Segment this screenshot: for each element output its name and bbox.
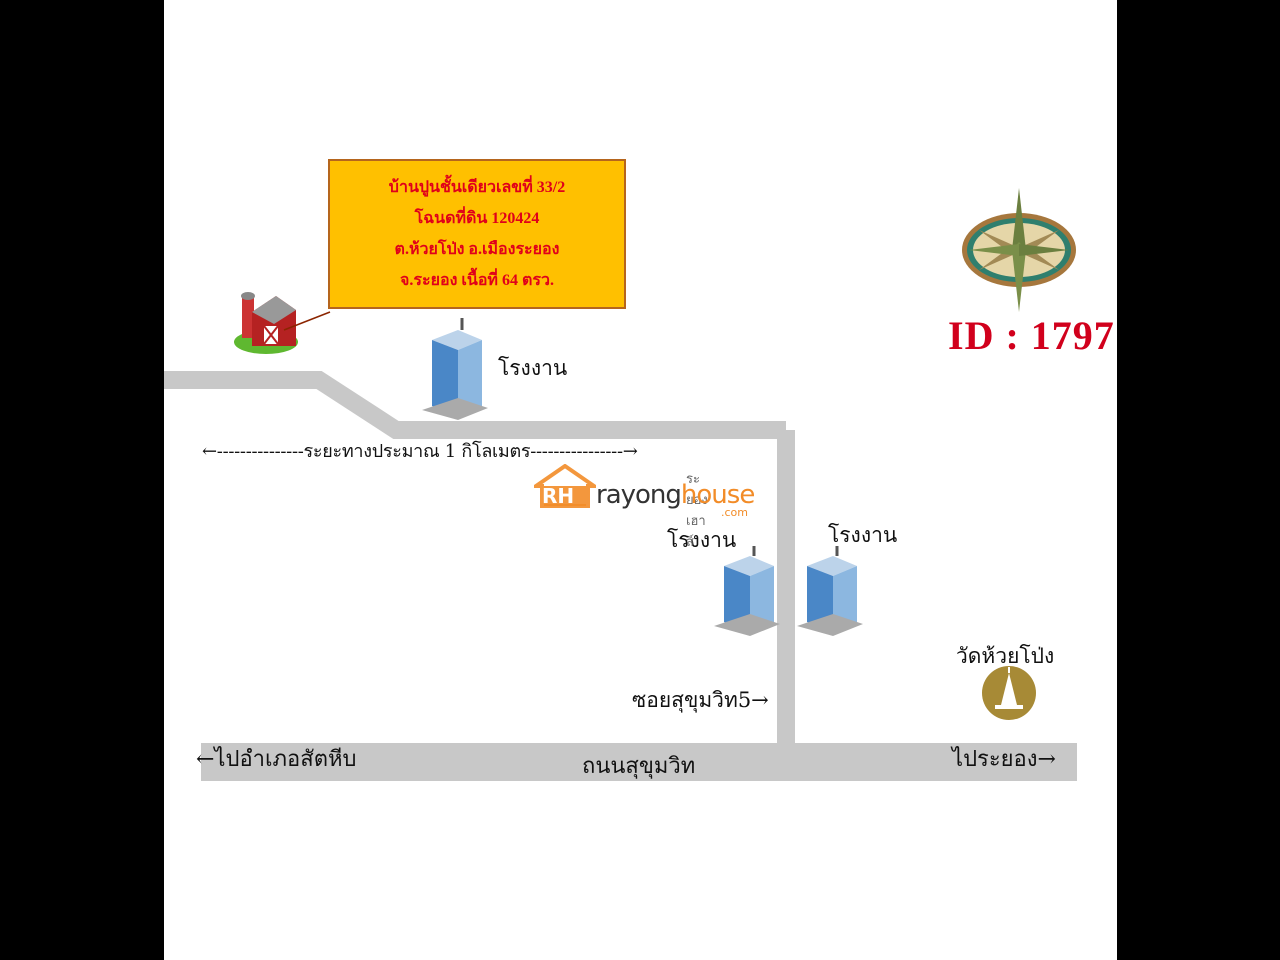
info-line: ต.ห้วยโป่ง อ.เมืองระยอง bbox=[394, 241, 560, 258]
factory-label: โรงงาน bbox=[498, 356, 568, 380]
road-map bbox=[164, 188, 1077, 781]
soi-label: ซอยสุขุมวิท5→ bbox=[632, 688, 769, 712]
callout-line bbox=[283, 311, 331, 331]
map-canvas: บ้านปูนชั้นเดียวเลขที่ 33/2 โฉนดที่ดิน 1… bbox=[164, 0, 1117, 960]
property-info-box: บ้านปูนชั้นเดียวเลขที่ 33/2 โฉนดที่ดิน 1… bbox=[328, 159, 626, 309]
factory-building-icon bbox=[422, 318, 488, 420]
to-sattahip-label: ←ไปอำเภอสัตหีบ bbox=[196, 747, 357, 772]
info-line: โฉนดที่ดิน 120424 bbox=[414, 210, 540, 227]
factory-label: โรงงาน bbox=[667, 528, 737, 552]
logo-mark: RH bbox=[542, 484, 575, 508]
logo-wordmark-part2: house bbox=[680, 480, 755, 510]
logo-wordmark: rayonghouse bbox=[596, 480, 755, 510]
factory-building-icon bbox=[797, 546, 863, 636]
logo-wordmark-part1: rayong bbox=[596, 480, 682, 510]
upper-road bbox=[164, 371, 786, 439]
info-line: จ.ระยอง เนื้อที่ 64 ตรว. bbox=[400, 272, 554, 289]
listing-id-label: ID : 1797 bbox=[948, 313, 1115, 358]
info-line: บ้านปูนชั้นเดียวเลขที่ 33/2 bbox=[388, 179, 566, 196]
distance-label: ←---------------ระยะทางประมาณ 1 กิโลเมตร… bbox=[202, 441, 638, 462]
sukhumvit-road bbox=[201, 743, 1077, 781]
house-logo-icon bbox=[534, 464, 596, 508]
sukhumvit-road-label: ถนนสุขุมวิท bbox=[582, 754, 696, 779]
factory-building-icon bbox=[714, 546, 780, 636]
house-icon bbox=[234, 292, 298, 354]
temple-icon bbox=[982, 666, 1036, 720]
compass-icon bbox=[962, 188, 1076, 312]
logo-suffix: .com bbox=[721, 506, 748, 519]
temple-label: วัดห้วยโป่ง bbox=[956, 644, 1055, 668]
factory-label: โรงงาน bbox=[828, 523, 898, 547]
logo-thai-text: ระยองเฮาส์ bbox=[686, 472, 708, 550]
to-rayong-label: ไประยอง→ bbox=[952, 747, 1056, 772]
